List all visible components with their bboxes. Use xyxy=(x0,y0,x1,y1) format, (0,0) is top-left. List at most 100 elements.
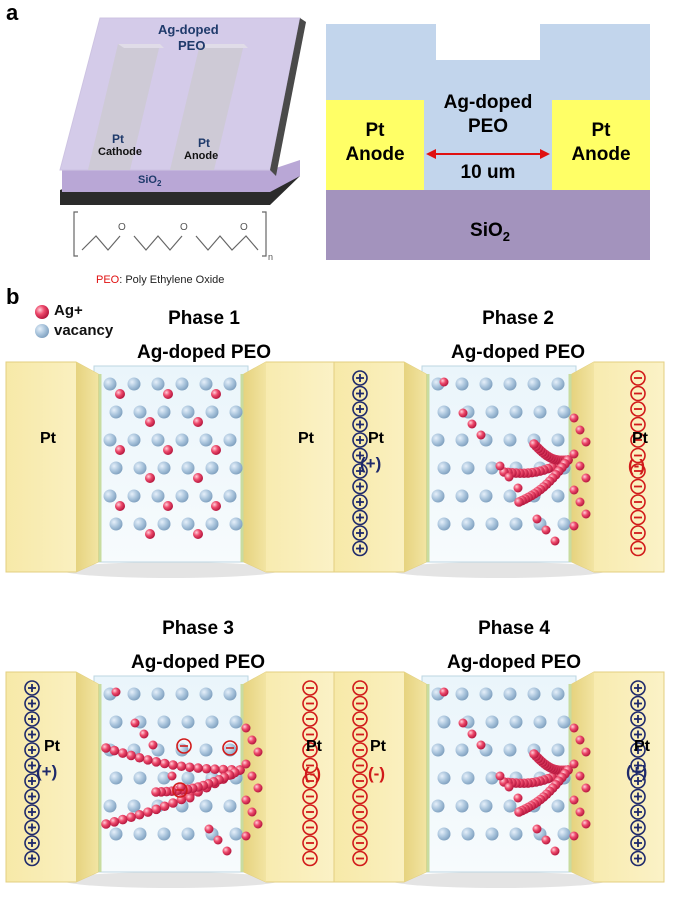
ag-free-ion xyxy=(550,846,560,856)
cs-peo-label-2: PEO xyxy=(467,116,509,137)
right-charge-ring xyxy=(630,804,646,820)
cell-shadow xyxy=(61,562,281,578)
vacancy-site xyxy=(151,377,165,391)
vacancy-site xyxy=(175,489,189,503)
vacancy-site xyxy=(437,517,451,531)
ag-cathode-ion xyxy=(241,723,251,733)
ag-free-ion xyxy=(495,461,505,471)
ag-free-ion xyxy=(439,687,449,697)
right-charge-ring xyxy=(630,835,646,851)
device-edge xyxy=(270,18,306,176)
vacancy-site xyxy=(485,827,499,841)
vacancy-site xyxy=(479,377,493,391)
ag-filament-ion xyxy=(529,439,539,449)
phase-4-right-polarity: (+) xyxy=(626,762,648,781)
right-charge-ring xyxy=(302,804,318,820)
ag-ion xyxy=(163,445,173,455)
right-charge-ring xyxy=(302,757,318,774)
ag-filament-ion xyxy=(143,755,153,765)
ag-filament-ion xyxy=(134,752,145,763)
phase-3-subtitle: Ag-doped PEO xyxy=(130,652,266,673)
vacancy-site xyxy=(437,461,451,475)
vacancy-site xyxy=(181,827,195,841)
vacancy-site xyxy=(455,687,469,701)
vacancy-site xyxy=(503,743,517,757)
vacancy-site xyxy=(551,489,565,503)
ag-filament-ion xyxy=(126,750,136,761)
vacancy-site xyxy=(503,799,517,813)
vacancy-site xyxy=(431,799,445,813)
cathode-strip-top xyxy=(118,44,164,48)
ag-cathode-ion xyxy=(575,771,585,781)
peo-caption: PEO: Poly Ethylene Oxide xyxy=(96,274,225,286)
ag-filament-ion xyxy=(184,762,195,773)
ag-free-ion xyxy=(458,408,468,418)
ag-filament-ion xyxy=(151,756,162,767)
cs-right-label-1: Pt xyxy=(591,120,611,141)
cs-substrate-label: SiO2 xyxy=(470,220,510,244)
right-charge-ring xyxy=(302,742,318,758)
phase-3-title: Phase 3 xyxy=(162,618,234,639)
cs-gap-label: 10 um xyxy=(460,162,516,183)
cs-peo-label-1: Ag-doped xyxy=(443,92,533,113)
right-charge-ring xyxy=(302,835,318,851)
ag-free-ion xyxy=(130,718,140,728)
left-charge-ring xyxy=(24,726,40,743)
ag-free-ion xyxy=(504,782,514,792)
vacancy-site xyxy=(229,827,243,841)
phase-3-right-polarity: (-) xyxy=(304,764,321,783)
ag-cathode-ion xyxy=(581,747,591,757)
ag-cathode-ion xyxy=(569,413,579,423)
vacancy-site xyxy=(127,489,141,503)
left-charge-ring xyxy=(352,695,368,712)
ag-cathode-ion xyxy=(575,461,585,471)
cell-shadow xyxy=(389,562,609,578)
right-charge-ring xyxy=(630,711,646,727)
anode-label-1: Pt xyxy=(198,136,210,150)
phase-2-left-pt: Pt xyxy=(368,430,384,447)
reduction-site-ring xyxy=(176,738,192,754)
ag-free-ion xyxy=(167,771,177,781)
left-charge-ring xyxy=(24,835,40,851)
formula-oxygen-3: O xyxy=(240,222,248,233)
right-charge-ring xyxy=(302,711,318,727)
vacancy-site xyxy=(437,771,451,785)
left-charge-ring xyxy=(352,509,368,526)
vacancy-site xyxy=(461,771,475,785)
vacancy-site xyxy=(527,377,541,391)
ag-filament-ion xyxy=(109,745,120,756)
ag-ion xyxy=(145,473,155,483)
left-charge-ring xyxy=(24,695,40,712)
vacancy-site xyxy=(485,715,499,729)
vacancy-site xyxy=(503,433,517,447)
ag-ion xyxy=(193,417,203,427)
ag-ion xyxy=(193,529,203,539)
ag-filament-ion xyxy=(193,763,203,773)
vacancy-site xyxy=(109,405,123,419)
right-charge-ring xyxy=(630,416,646,433)
phase-4-subtitle: Ag-doped PEO xyxy=(446,652,582,673)
right-charge-ring xyxy=(630,695,646,712)
right-charge-ring xyxy=(630,819,646,836)
vacancy-site xyxy=(551,743,565,757)
vacancy-site xyxy=(509,517,523,531)
vacancy-site xyxy=(175,687,189,701)
ag-free-ion xyxy=(222,846,232,856)
vacancy-site xyxy=(479,799,493,813)
ag-filament-ion xyxy=(143,807,153,817)
vacancy-site xyxy=(157,771,171,785)
vacancy-site xyxy=(455,433,469,447)
ag-cathode-ion xyxy=(575,425,585,435)
ag-filament-ion xyxy=(201,763,212,774)
right-charge-ring xyxy=(302,788,318,805)
ag-free-ion xyxy=(185,793,195,803)
vacancy-site xyxy=(485,517,499,531)
cs-left-label-2: Anode xyxy=(345,144,405,165)
vacancy-site xyxy=(551,687,565,701)
vacancy-site xyxy=(527,687,541,701)
vacancy-site xyxy=(199,799,213,813)
vacancy-site xyxy=(181,461,195,475)
left-electrode-side xyxy=(404,672,426,882)
ag-cathode-ion xyxy=(247,735,257,745)
ag-filament-ion xyxy=(529,749,539,759)
